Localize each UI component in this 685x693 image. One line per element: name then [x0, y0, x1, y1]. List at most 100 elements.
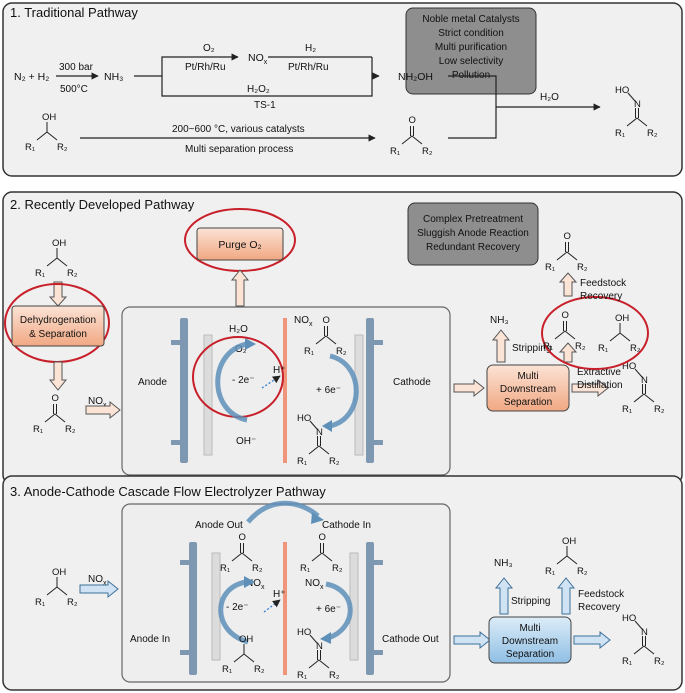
nh3-label-p3: NH₃: [494, 558, 513, 569]
recovery-label-p3: Recovery: [578, 602, 620, 613]
svg-text:O: O: [562, 310, 569, 321]
cathode-curve-arrow: [329, 353, 359, 429]
svg-text:R₁: R₁: [545, 262, 555, 273]
svg-text:R₂: R₂: [422, 146, 433, 157]
alcohol-molecule: OH R₁ R₂: [25, 112, 68, 153]
downstream-box-p2: [486, 364, 570, 412]
svg-text:Separation: Separation: [506, 649, 554, 660]
svg-text:R₁: R₁: [220, 563, 230, 574]
svg-text:R₂: R₂: [575, 341, 586, 352]
anode-label: Anode: [138, 377, 167, 388]
svg-text:O: O: [564, 231, 571, 242]
svg-text:HO: HO: [615, 85, 629, 96]
svg-text:O: O: [319, 532, 326, 543]
svg-text:R₁: R₁: [222, 664, 232, 675]
anode-electrode: [171, 318, 188, 463]
svg-text:Redundant Recovery: Redundant Recovery: [426, 242, 520, 253]
cathode-out-label: Cathode Out: [382, 634, 439, 645]
svg-text:R₂: R₂: [57, 142, 68, 153]
svg-text:N: N: [316, 641, 323, 652]
svg-text:R₂: R₂: [654, 656, 665, 667]
svg-text:R₂: R₂: [577, 262, 588, 273]
catalyst2-label: Pt/Rh/Ru: [288, 62, 329, 73]
recovery-label-p2: Recovery: [580, 291, 622, 302]
cathode-electrode-p3: [366, 542, 383, 675]
oh-label-p2: OH⁻: [236, 436, 256, 447]
svg-text:R₂: R₂: [329, 456, 340, 467]
svg-text:Downstream: Downstream: [500, 384, 556, 395]
anode-curve-arrow-p3: [218, 579, 249, 645]
ketone-molecule-recovery-p2: O R₁ R₂: [543, 310, 586, 352]
cathode-in-label: Cathode In: [322, 520, 371, 531]
h2o-label: H₂O: [540, 92, 559, 103]
svg-text:HO: HO: [622, 361, 636, 372]
minus-2e-label: - 2e⁻: [232, 375, 255, 386]
svg-text:HO: HO: [297, 627, 311, 638]
svg-text:R₂: R₂: [67, 597, 78, 608]
svg-text:R₂: R₂: [329, 670, 340, 681]
stripping-label-p3: Stripping: [511, 596, 550, 607]
anode-in-label: Anode In: [130, 634, 170, 645]
o2-label-p2: O₂: [235, 344, 247, 355]
oxime-molecule-p3: N HO R₁ R₂: [622, 613, 665, 667]
ketone-molecule-cathode-p2: O R₁ R₂: [304, 315, 347, 357]
ketone-molecule-anode-p3: O R₁ R₂: [220, 532, 263, 574]
nox-label: NOx: [248, 52, 268, 66]
svg-text:R₂: R₂: [647, 128, 658, 139]
panel3-title: 3. Anode-Cathode Cascade Flow Electrolyz…: [10, 484, 326, 499]
oxime-molecule-p2: N HO R₁ R₂: [622, 361, 665, 415]
svg-text:R₁: R₁: [615, 128, 625, 139]
panel2-drawbacks-box: [407, 202, 539, 266]
svg-text:Low selectivity: Low selectivity: [439, 56, 503, 67]
svg-text:OH: OH: [239, 634, 253, 645]
svg-text:R₁: R₁: [545, 566, 555, 577]
nh3-label-p2: NH₃: [490, 315, 509, 326]
svg-text:R₁: R₁: [622, 656, 632, 667]
ts1-label: TS-1: [254, 100, 276, 111]
nh3-label: NH₃: [104, 71, 123, 83]
cell-to-downstream-arrow-p3: [453, 630, 491, 650]
panel1-drawbacks-box: [405, 7, 537, 95]
svg-text:Downstream: Downstream: [502, 636, 558, 647]
svg-text:R₂: R₂: [577, 566, 588, 577]
hplus-label-p2: H⁺: [273, 365, 286, 376]
svg-text:R₁: R₁: [25, 142, 35, 153]
svg-text:R₁: R₁: [35, 268, 45, 279]
h2-label: H₂: [305, 43, 316, 54]
svg-text:R₁: R₁: [297, 670, 307, 681]
nox-label-anode-p3: NOx: [246, 578, 265, 591]
svg-text:Multi purification: Multi purification: [435, 42, 507, 53]
nox-label-cathode-p2: NOx: [294, 315, 313, 328]
anode-out-label: Anode Out: [195, 520, 243, 531]
nox-label-p3: NOx: [88, 574, 107, 587]
feedstock-label-p2: Feedstock: [580, 278, 627, 289]
panel2-drawbacks-text: Complex Pretreatment Sluggish Anode Reac…: [417, 214, 529, 253]
feed-arrow-p2: [85, 400, 121, 420]
svg-text:R₂: R₂: [254, 664, 265, 675]
stripping-label-p2: Stripping: [512, 343, 551, 354]
ketone-molecule-p2: O R₁ R₂: [33, 393, 76, 435]
svg-text:R₂: R₂: [336, 346, 347, 357]
svg-text:R₂: R₂: [630, 343, 641, 354]
svg-text:R₂: R₂: [332, 563, 343, 574]
oxime-molecule-cathode-p2: N HO R₁ R₂: [297, 413, 340, 467]
minus-2e-label-p3: - 2e⁻: [226, 602, 249, 613]
nh2oh-label: NH₂OH: [398, 71, 433, 83]
alcohol-molecule-feedstock-p3: OH R₁ R₂: [545, 536, 588, 577]
purge-arrow: [230, 269, 250, 307]
panel-traditional: [2, 2, 683, 177]
downstream-label-p2: Multi Downstream Separation: [500, 371, 556, 408]
svg-text:O: O: [52, 393, 59, 404]
svg-text:OH: OH: [42, 112, 56, 123]
separation-label: & Separation: [29, 329, 87, 340]
svg-text:N: N: [641, 375, 648, 386]
membrane-p2: [283, 318, 287, 463]
pressure-label: 300 bar: [59, 62, 94, 73]
svg-text:O: O: [409, 115, 416, 126]
svg-text:R₁: R₁: [35, 597, 45, 608]
n2-h2-label: N₂ + H₂: [14, 71, 49, 83]
anode-curve-arrow: [215, 341, 248, 423]
cathode-label: Cathode: [393, 377, 431, 388]
purge-o2-box: [196, 227, 284, 261]
svg-text:R₁: R₁: [297, 456, 307, 467]
